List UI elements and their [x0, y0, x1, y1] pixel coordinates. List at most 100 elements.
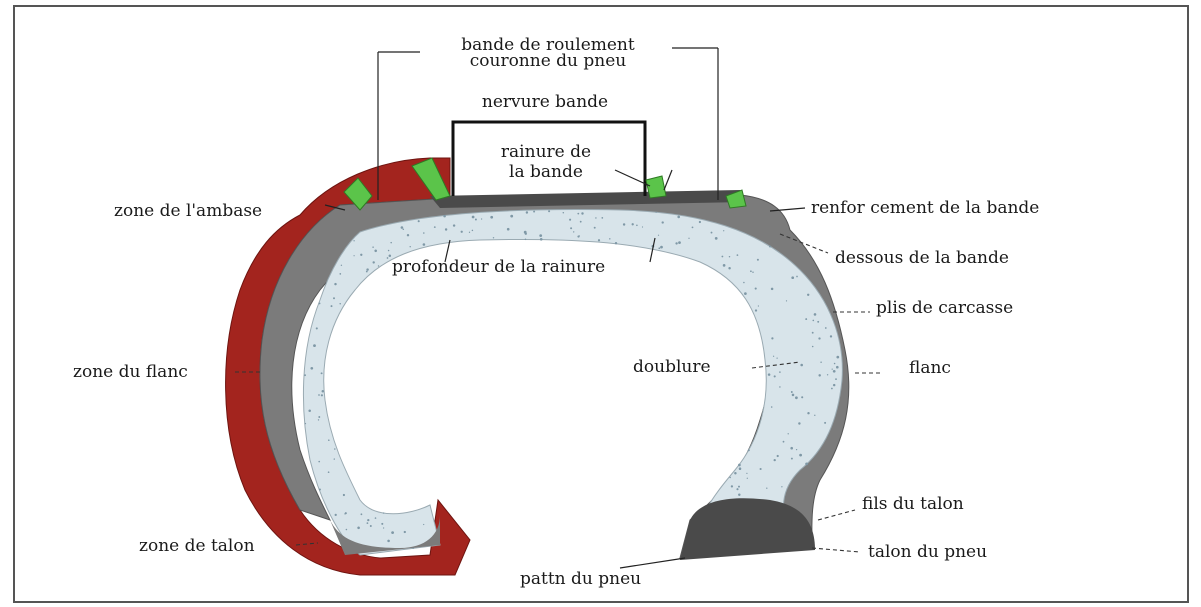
speckle-dot: [373, 261, 375, 263]
label-flanc: flanc: [909, 358, 951, 378]
speckle-dot: [781, 486, 782, 487]
speckle-dot: [760, 468, 762, 470]
speckle-dot: [383, 527, 384, 528]
speckle-dot: [595, 217, 596, 218]
speckle-dot: [746, 473, 747, 474]
speckle-dot: [563, 212, 564, 213]
speckle-dot: [579, 235, 580, 236]
speckle-dot: [737, 254, 739, 256]
speckle-dot: [807, 294, 809, 296]
speckle-dot: [357, 527, 360, 530]
speckle-dot: [791, 276, 794, 279]
speckle-dot: [475, 219, 477, 221]
speckle-dot: [319, 488, 321, 490]
speckle-dot: [305, 423, 306, 424]
speckle-dot: [836, 366, 839, 369]
speckle-dot: [577, 213, 579, 215]
speckle-dot: [321, 372, 323, 374]
speckle-dot: [833, 370, 836, 373]
speckle-dot: [734, 472, 736, 474]
speckle-dot: [832, 368, 833, 369]
speckle-dot: [378, 265, 379, 266]
speckle-dot: [367, 522, 369, 524]
speckle-dot: [403, 229, 405, 231]
speckle-dot: [773, 356, 774, 357]
speckle-dot: [779, 371, 781, 373]
speckle-dot: [658, 235, 659, 236]
speckle-dot: [507, 228, 510, 231]
leader-patin: [620, 558, 685, 568]
speckle-dot: [341, 265, 342, 266]
speckle-dot: [796, 449, 797, 450]
speckle-dot: [729, 477, 730, 478]
speckle-dot: [774, 375, 776, 377]
leader-talon-pneu: [812, 548, 860, 552]
speckle-dot: [418, 220, 420, 222]
speckle-dot: [372, 246, 374, 248]
speckle-dot: [313, 344, 316, 347]
speckle-dot: [339, 303, 340, 304]
speckle-dot: [353, 240, 354, 241]
speckle-dot: [831, 388, 833, 390]
speckle-dot: [825, 327, 827, 329]
label-fils-talon: fils du talon: [862, 494, 964, 514]
speckle-dot: [820, 362, 821, 363]
speckle-dot: [321, 394, 323, 396]
speckle-dot: [388, 250, 390, 252]
speckle-dot: [729, 256, 730, 257]
speckle-dot: [715, 237, 718, 240]
speckle-dot: [580, 221, 582, 223]
label-patin: pattn du pneu: [520, 569, 641, 589]
speckle-dot: [711, 232, 713, 234]
speckle-dot: [731, 485, 733, 487]
speckle-dot: [688, 238, 689, 239]
speckle-dot: [769, 246, 771, 248]
label-profondeur: profondeur de la rainure: [392, 257, 605, 277]
speckle-dot: [445, 228, 447, 230]
speckle-dot: [387, 257, 389, 259]
speckle-dot: [738, 464, 741, 467]
speckle-dot: [401, 226, 404, 229]
speckle-dot: [374, 250, 377, 253]
speckle-dot: [768, 373, 771, 376]
speckle-dot: [771, 337, 773, 339]
speckle-dot: [404, 531, 406, 533]
speckle-dot: [334, 448, 336, 450]
speckle-dot: [791, 391, 793, 393]
label-couronne-du-pneu: couronne du pneu: [470, 51, 627, 71]
speckle-dot: [739, 467, 742, 470]
speckle-dot: [801, 396, 803, 398]
speckle-dot: [779, 386, 780, 387]
tread-block-green-3: [646, 176, 666, 198]
speckle-dot: [675, 242, 677, 244]
speckle-dot: [366, 268, 368, 270]
speckle-dot: [334, 283, 336, 285]
label-dessous: dessous de la bande: [835, 248, 1009, 268]
speckle-dot: [328, 471, 330, 473]
speckle-dot: [766, 488, 767, 489]
speckle-dot: [469, 232, 470, 233]
speckle-dot: [791, 458, 793, 460]
speckle-dot: [443, 215, 446, 218]
speckle-dot: [771, 288, 774, 291]
label-zone-flanc: zone du flanc: [73, 362, 188, 382]
speckle-dot: [381, 523, 383, 525]
speckle-dot: [493, 237, 494, 238]
speckle-dot: [367, 519, 369, 521]
speckle-dot: [526, 211, 528, 213]
speckle-dot: [812, 320, 814, 322]
speckle-dot: [434, 226, 436, 228]
speckle-dot: [318, 419, 319, 420]
speckle-dot: [361, 513, 363, 515]
speckle-dot: [353, 255, 354, 256]
speckle-dot: [346, 529, 348, 531]
speckle-dot: [472, 230, 474, 232]
speckle-dot: [318, 461, 320, 463]
speckle-dot: [609, 238, 610, 239]
speckle-dot: [328, 439, 330, 441]
label-talon-pneu: talon du pneu: [868, 542, 987, 562]
speckle-dot: [335, 514, 337, 516]
speckle-dot: [548, 210, 550, 212]
speckle-dot: [752, 271, 753, 272]
